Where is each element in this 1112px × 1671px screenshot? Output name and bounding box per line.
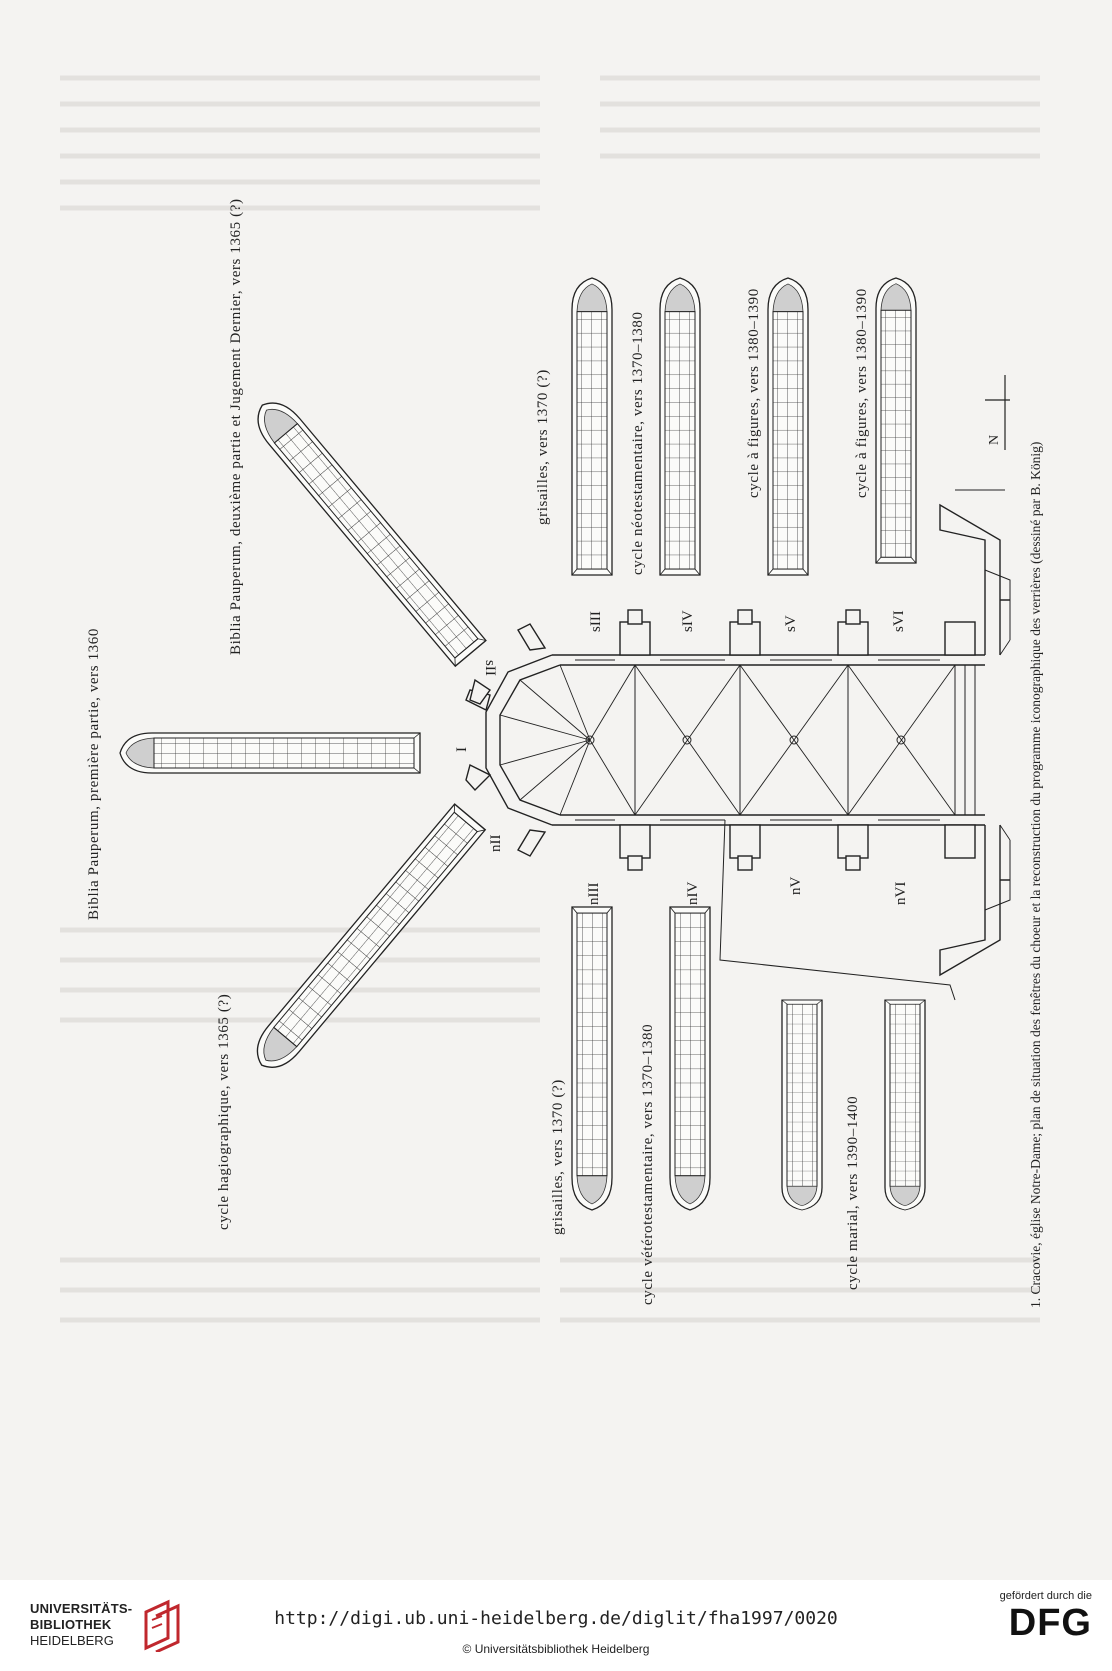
- window-sIV: [659, 277, 701, 576]
- digitization-footer: UNIVERSITÄTS- BIBLIOTHEK HEIDELBERG http…: [0, 1580, 1112, 1671]
- label-sIV: sIV: [680, 610, 696, 632]
- label-I: I: [454, 747, 470, 752]
- window-sII: [246, 391, 487, 667]
- programme-sIV: cycle néotestamentaire, vers 1370–1380: [630, 311, 646, 575]
- choir-floor-plan: [485, 503, 1011, 977]
- choir-window-plan: N I sII nII sIII sIV sV sVI nIII nIV nV …: [60, 75, 1043, 1323]
- funder-logo[interactable]: gefördert durch die DFG: [1000, 1590, 1092, 1644]
- leader-lines: [719, 489, 1005, 1001]
- programme-sIII: grisailles, vers 1370 (?): [535, 369, 551, 525]
- library-name-line1: UNIVERSITÄTS-: [30, 1601, 133, 1616]
- library-logo[interactable]: UNIVERSITÄTS- BIBLIOTHEK HEIDELBERG: [30, 1598, 186, 1652]
- label-nVI: nVI: [893, 882, 909, 905]
- funder-note: gefördert durch die: [999, 1590, 1092, 1602]
- label-sIII: sIII: [588, 611, 604, 632]
- library-name-line2: BIBLIOTHEK: [30, 1617, 112, 1632]
- window-nIII: [571, 906, 613, 1211]
- programme-nIV: cycle vétérotestamentaire, vers 1370–138…: [640, 1024, 656, 1305]
- window-nVI: [884, 999, 926, 1211]
- buttresses: [465, 609, 976, 871]
- scanned-page: N I sII nII sIII sIV sV sVI nIII nIV nV …: [60, 75, 1043, 1323]
- copyright-notice: © Universitätsbibliothek Heidelberg: [462, 1642, 650, 1656]
- wall-window-openings: [575, 659, 940, 821]
- figure-caption: 1. Cracovie, église Notre-Dame; plan de …: [1028, 442, 1043, 1308]
- window-nII: [245, 803, 486, 1079]
- programme-sII: Biblia Pauperum, deuxième partie et Juge…: [228, 198, 244, 655]
- programme-nIII: grisailles, vers 1370 (?): [550, 1079, 566, 1235]
- window-nIV: [669, 906, 711, 1211]
- window-I: [119, 732, 421, 774]
- window-nV: [781, 999, 823, 1211]
- north-arrow-icon: [985, 375, 1010, 450]
- north-arrow-label: N: [987, 435, 1002, 445]
- window-sIII: [571, 277, 613, 576]
- library-emblem-icon: [144, 1599, 180, 1652]
- programme-nII: cycle hagiographique, vers 1365 (?): [216, 994, 232, 1230]
- window-sV: [767, 277, 809, 576]
- label-nII: nII: [488, 835, 504, 853]
- label-nIII: nIII: [586, 883, 602, 906]
- label-nV: nV: [788, 877, 804, 896]
- programme-sVI: cycle à figures, vers 1380–1390: [854, 288, 870, 498]
- library-name-line3: HEIDELBERG: [30, 1633, 114, 1648]
- label-sV: sV: [783, 615, 799, 632]
- window-sVI: [875, 277, 917, 564]
- permalink-url[interactable]: http://digi.ub.uni-heidelberg.de/diglit/…: [274, 1608, 838, 1629]
- label-sII: sII: [482, 660, 498, 676]
- programme-nV: cycle marial, vers 1390–1400: [845, 1096, 861, 1290]
- programme-sV: cycle à figures, vers 1380–1390: [746, 288, 762, 498]
- label-sVI: sVI: [891, 610, 907, 632]
- label-nIV: nIV: [685, 882, 701, 905]
- programme-I: Biblia Pauperum, première partie, vers 1…: [86, 628, 102, 920]
- funder-name: DFG: [1008, 1602, 1092, 1644]
